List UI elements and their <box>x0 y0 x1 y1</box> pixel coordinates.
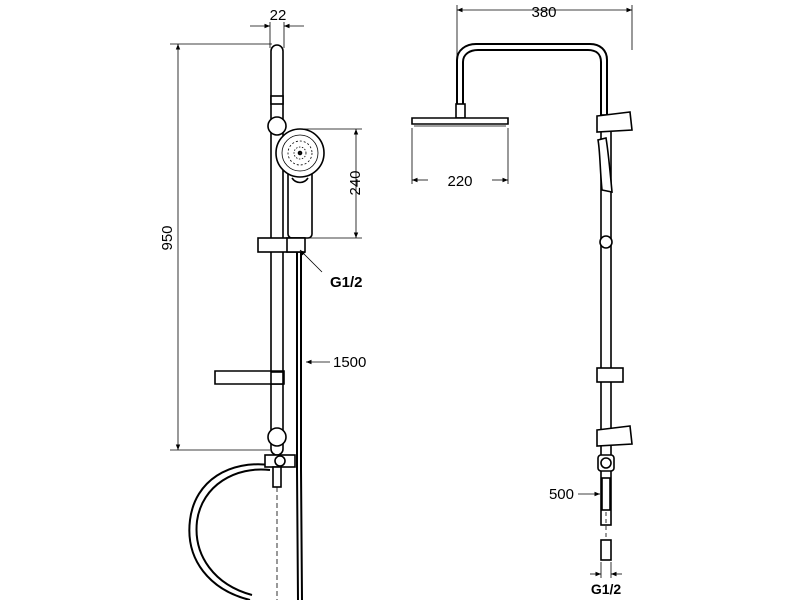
wall-outlet <box>272 466 282 488</box>
overhead-arm <box>456 43 608 115</box>
soap-dish <box>214 370 285 385</box>
rain-shower-head <box>411 117 509 125</box>
holder-clamp <box>286 237 306 253</box>
side-hand-shower <box>597 137 613 193</box>
callout-connection: G1/2 <box>299 249 363 291</box>
dim-handshower-label: 240 <box>347 170 364 195</box>
callout-supply: 500 <box>549 486 600 503</box>
column-knob <box>599 235 613 249</box>
dim-connection-right: G1/2 <box>590 562 622 597</box>
top-wall-bracket <box>267 116 287 136</box>
dim-total-height-label: 950 <box>159 225 176 250</box>
dim-head-width: 220 <box>411 128 509 190</box>
bottom-wall-bracket <box>267 427 287 447</box>
callout-hose: 1500 <box>306 354 366 371</box>
diverter-knob <box>274 455 286 467</box>
right-overhead-set: 380 220 <box>411 4 633 597</box>
dim-total-height: 950 <box>159 43 272 451</box>
hand-shower-neck <box>291 177 309 184</box>
soap-dish-clamp <box>270 371 284 385</box>
dim-connection-right-label: G1/2 <box>591 581 622 597</box>
callout-hose-label: 1500 <box>333 354 366 371</box>
rail-top-cap <box>270 95 284 105</box>
upper-holder <box>596 111 633 133</box>
callout-supply-label: 500 <box>549 486 574 503</box>
dim-arm-span-label: 380 <box>531 4 556 21</box>
dim-head-width-label: 220 <box>447 173 472 190</box>
dim-handshower: 240 <box>300 128 364 239</box>
column-clamp <box>596 367 624 383</box>
head-connector <box>455 103 466 119</box>
callout-connection-label: G1/2 <box>330 274 363 291</box>
lower-holder <box>596 425 633 447</box>
left-shower-rail-set: 22 950 <box>159 7 366 600</box>
dim-width-top: 22 <box>250 7 304 48</box>
supply-connector <box>600 539 612 561</box>
supply-pipe <box>601 477 611 511</box>
shower-hose <box>188 252 303 600</box>
dim-width-top-label: 22 <box>270 7 287 24</box>
